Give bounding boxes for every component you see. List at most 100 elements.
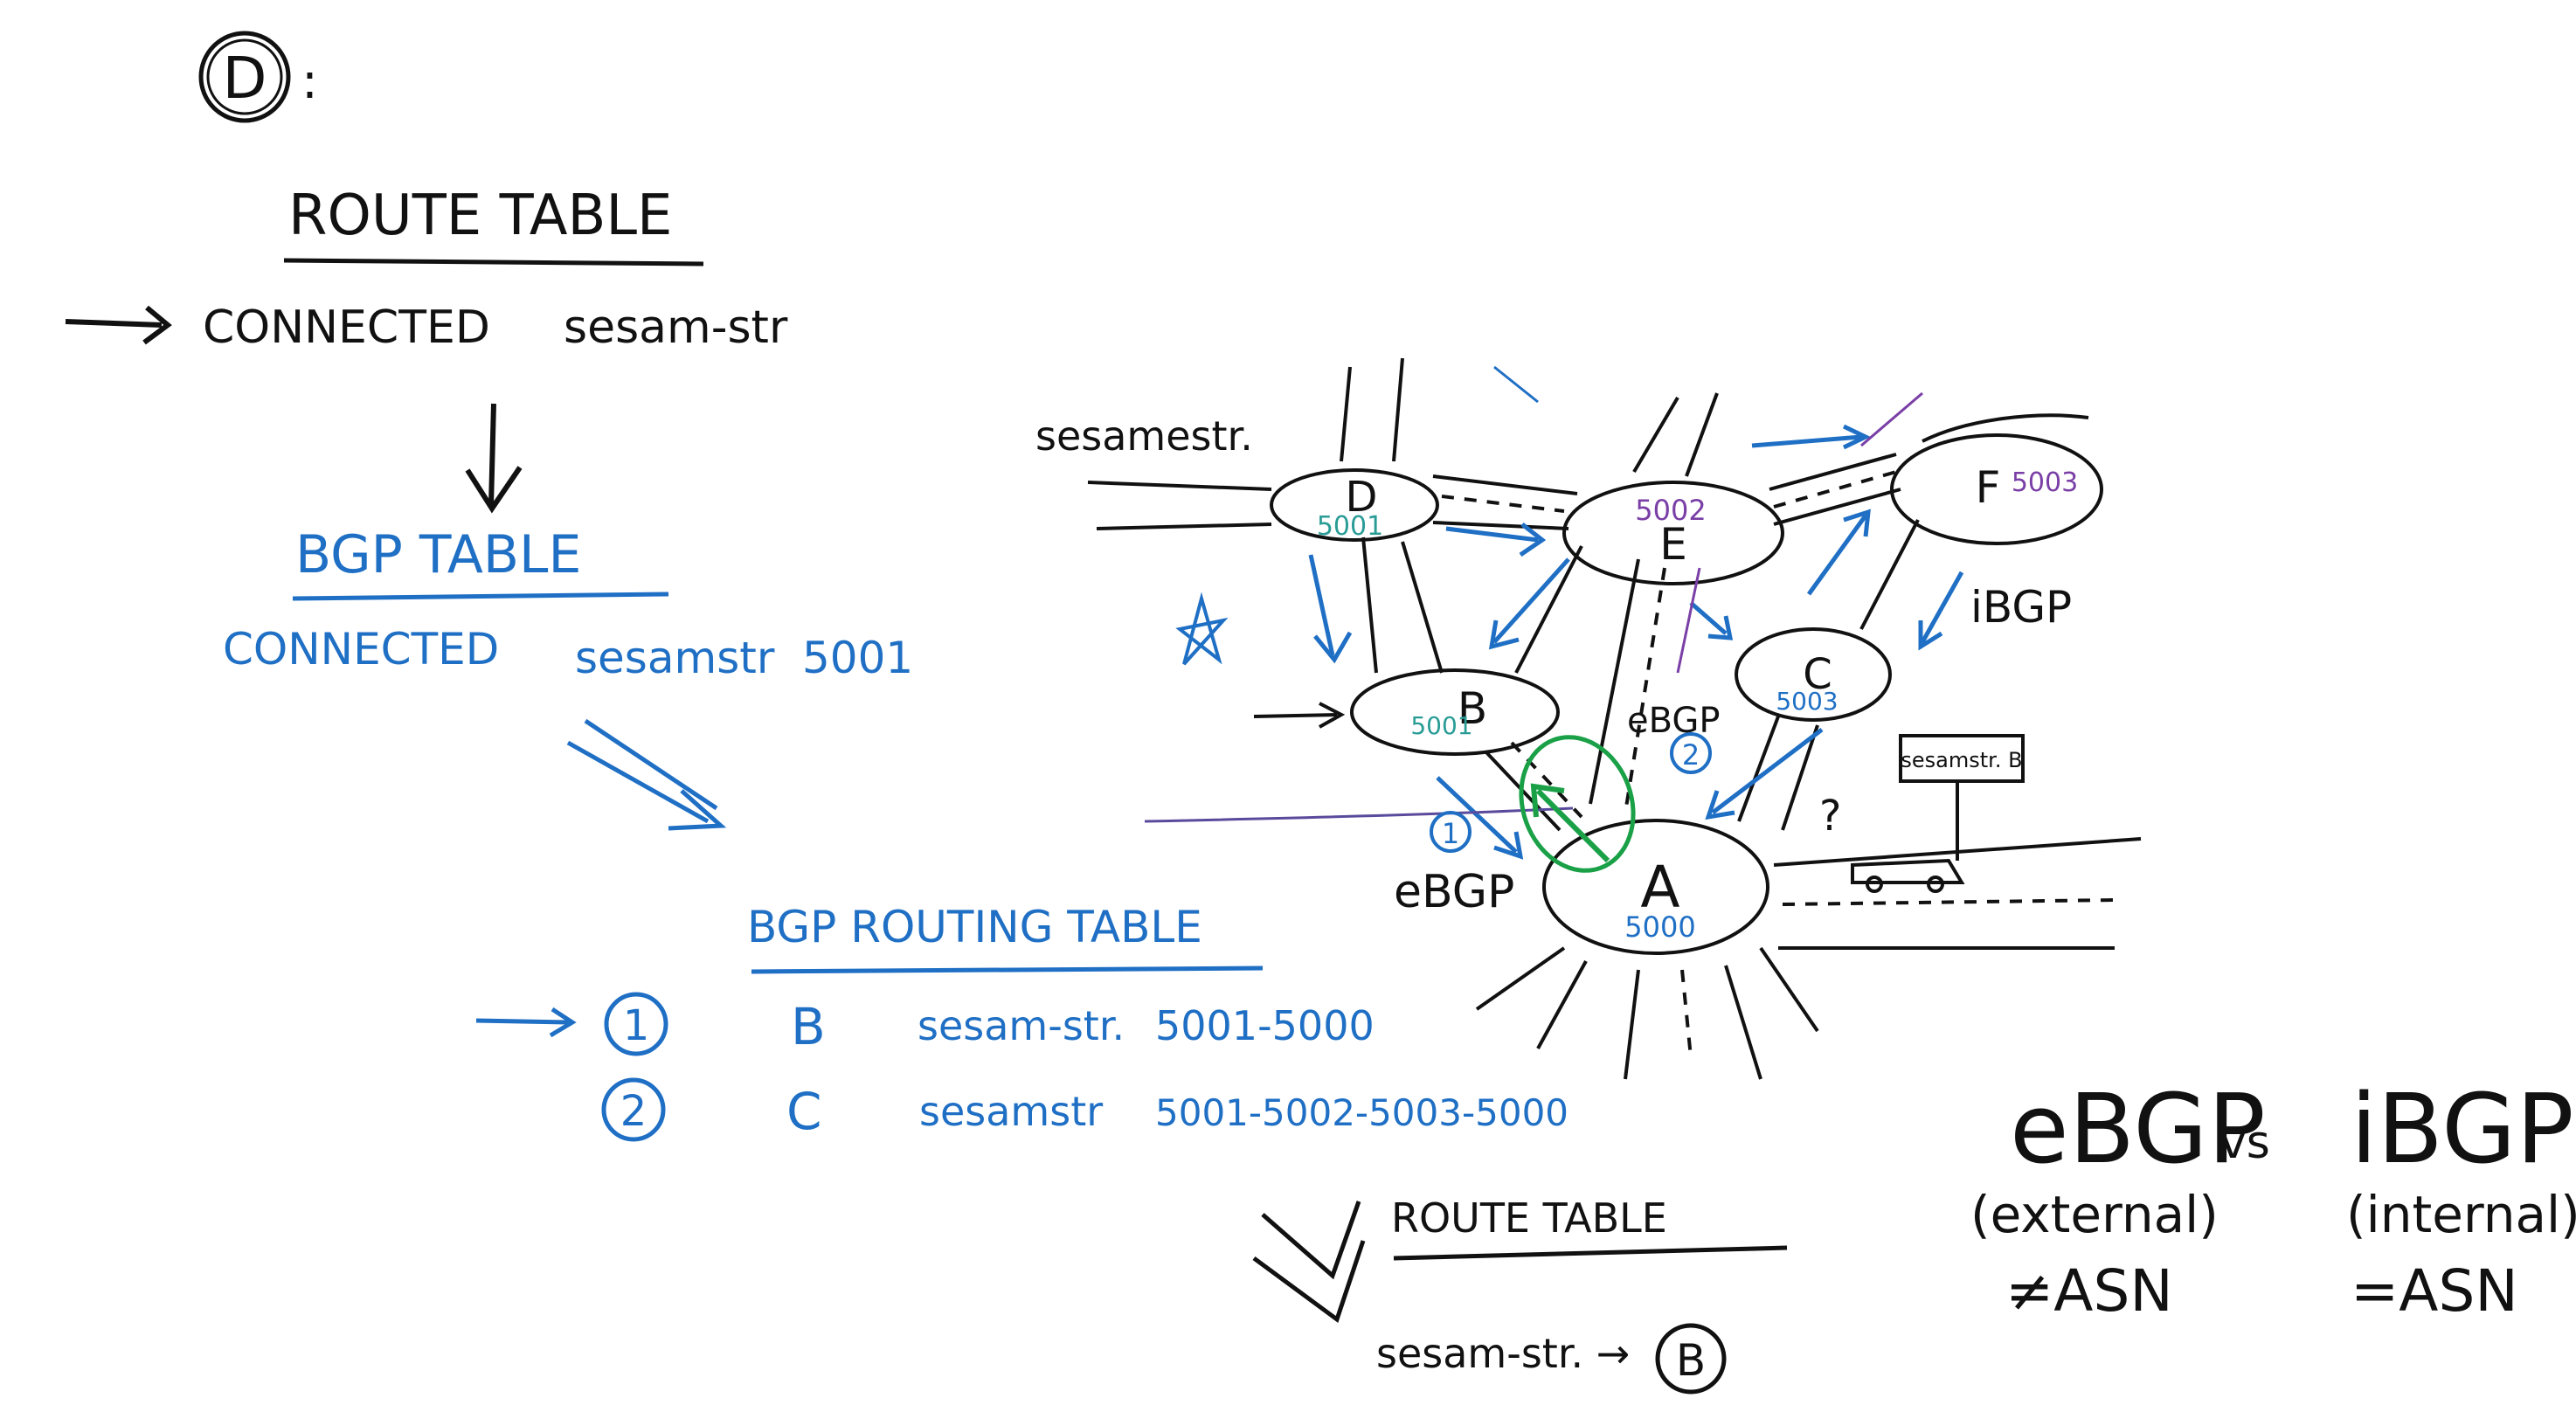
row2-dest: sesamstr: [919, 1088, 1103, 1135]
arrow-e-f-head: [1842, 424, 1871, 450]
node-b-label: B: [1458, 683, 1487, 734]
row1-dest: sesam-str.: [918, 1002, 1125, 1049]
node-a-asn: 5000: [1624, 910, 1695, 944]
car-body: [1851, 858, 1965, 884]
row1-via: B: [791, 997, 826, 1056]
row1-path: 5001-5000: [1155, 1002, 1375, 1049]
road-a-spoke-3: [1624, 969, 1640, 1080]
road-eb-1: [1514, 545, 1583, 674]
road-b-left: [1253, 713, 1338, 718]
arrow-d-e-head: [1519, 523, 1547, 557]
double-arrow-line-2: [584, 718, 718, 811]
road-a-right-center: [1782, 898, 2116, 906]
road-a-spoke-5: [1724, 965, 1762, 1080]
compare-right-asn: =ASN: [2351, 1257, 2518, 1325]
road-e-up-2: [1685, 392, 1719, 477]
road-lines: [1253, 357, 2142, 1080]
node-d-label: D: [1346, 473, 1378, 522]
road-ca-1: [1737, 716, 1780, 822]
bottom-check-mark-2: [1252, 1240, 1366, 1324]
compare-right-sub: (internal): [2346, 1185, 2576, 1244]
marker-suffix: :: [301, 53, 318, 110]
arrow-c-a-head: [1705, 790, 1735, 820]
street-line-bottom: [1096, 523, 1272, 530]
marker-inner-circle: [206, 38, 283, 115]
ebgp-lower-label: eBGP: [1394, 866, 1514, 918]
purple-stroke-mid: [1676, 567, 1701, 674]
compare-right-title: iBGP: [2351, 1073, 2574, 1185]
route-arrows: [1308, 365, 1964, 860]
double-arrowhead: [668, 789, 727, 831]
node-a-label: A: [1640, 854, 1679, 921]
arrow-f-c: [1920, 571, 1964, 644]
star-icon: [1175, 592, 1229, 666]
road-de-top: [1432, 474, 1578, 495]
compare-vs: vs: [2219, 1117, 2270, 1169]
header-marker: D :: [198, 31, 318, 123]
road-de-center: [1441, 495, 1565, 513]
bottom-check-mark-1: [1261, 1201, 1361, 1280]
street-sign: sesamstr. B: [1899, 734, 2025, 861]
arrow-e-b-head: [1488, 619, 1520, 650]
route-table-bottom: ROUTE TABLE sesam-str. → B: [1252, 1194, 1788, 1395]
row1-number-circle: [604, 992, 668, 1056]
arrow-d-b: [1308, 554, 1335, 656]
node-b-asn: 5001: [1410, 711, 1472, 740]
marker-letter: D: [223, 45, 267, 112]
row2-number-circle: [601, 1077, 666, 1142]
road-ea-1: [1589, 558, 1640, 805]
marker-1-circle: [1430, 811, 1472, 853]
road-a-spoke-1: [1475, 946, 1566, 1011]
route-table-bottom-title: ROUTE TABLE: [1391, 1194, 1667, 1242]
route-table-bottom-underline: [1393, 1245, 1788, 1261]
arrow-f-c-head: [1918, 620, 1943, 651]
arrow-e-c: [1689, 601, 1728, 635]
road-b-left-arrowhead: [1319, 702, 1346, 729]
compare-left-asn: ≠ASN: [2005, 1257, 2173, 1325]
node-c-asn: 5003: [1776, 687, 1838, 716]
road-d-up-1: [1340, 366, 1352, 462]
road-a-spoke-4: [1680, 969, 1693, 1058]
car-wheel-right: [1927, 876, 1944, 893]
bgp-table-underline: [292, 592, 669, 601]
road-ea-center: [1624, 567, 1666, 813]
node-d-asn: 5001: [1317, 511, 1383, 542]
road-ef-center: [1773, 470, 1897, 509]
node-d-outline: [1270, 468, 1439, 542]
street-line-top: [1087, 481, 1272, 491]
compare-left-title: eBGP: [2010, 1073, 2266, 1185]
node-f-asn: 5003: [2012, 467, 2078, 498]
street-sign-board: [1899, 734, 2025, 783]
node-c-outline: [1735, 627, 1892, 722]
row2-via: C: [786, 1082, 822, 1141]
marker-circle: [198, 31, 291, 123]
road-ba-center: [1510, 741, 1583, 819]
road-fc-1: [1859, 519, 1920, 630]
road-db-2: [1401, 541, 1444, 674]
bgp-connected-asn: 5001: [802, 633, 913, 683]
car-wheel-left: [1866, 876, 1883, 893]
arrow-e-b: [1492, 557, 1570, 644]
node-a-outline: [1542, 819, 1769, 955]
bgp-connected-value: sesamstr: [575, 633, 775, 683]
marker-1: 1: [1442, 817, 1459, 850]
arrow-b-a: [1436, 776, 1518, 854]
connected-row-arrow: [65, 319, 163, 328]
road-a-spoke-6: [1759, 946, 1819, 1033]
selected-path-arrow: [1535, 788, 1610, 863]
next-hop-circle: [1655, 1323, 1727, 1395]
next-hop-letter: B: [1676, 1335, 1706, 1386]
bgp-table: BGP TABLE CONNECTED sesamstr 5001: [223, 524, 913, 831]
street-label: sesamestr.: [1035, 412, 1253, 460]
route-table-bottom-entry: sesam-str. →: [1376, 1330, 1630, 1377]
row1-arrowhead: [549, 1007, 577, 1038]
road-ef-bottom: [1773, 488, 1901, 526]
route-table-title: ROUTE TABLE: [288, 183, 672, 248]
node-b-outline: [1350, 668, 1560, 756]
road-a-spoke-2: [1536, 960, 1588, 1049]
road-ef-top: [1769, 453, 1897, 491]
road-e-up-1: [1632, 396, 1679, 474]
marker-2-circle: [1670, 732, 1712, 774]
purple-stroke-bottom: [1144, 806, 1574, 823]
